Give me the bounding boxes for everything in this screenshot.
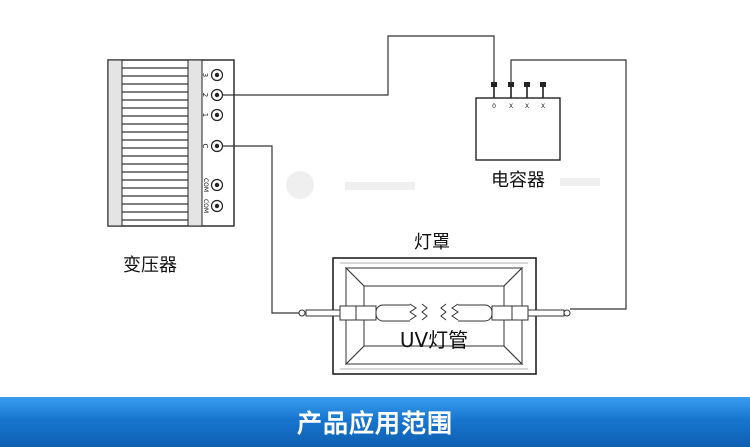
capacitor-terminal-label: X bbox=[541, 103, 545, 110]
terminal-label: 1 bbox=[201, 113, 209, 117]
transformer-terminal-c: C bbox=[201, 139, 224, 153]
transformer: 3 2 1 C COM COM bbox=[107, 59, 235, 227]
wire-transformer-to-capacitor bbox=[222, 35, 495, 96]
uv-lamp-tube bbox=[298, 303, 571, 323]
transformer-terminal-1: 1 bbox=[201, 108, 224, 122]
transformer-terminal-com-2: COM bbox=[202, 199, 224, 213]
terminal-label: 2 bbox=[201, 93, 209, 97]
banner-title: 产品应用范围 bbox=[296, 409, 453, 438]
capacitor-terminals bbox=[493, 84, 544, 98]
uv-lamp-label: UV灯管 bbox=[400, 328, 468, 352]
wires bbox=[222, 35, 627, 314]
terminal-label: COM bbox=[202, 178, 209, 192]
transformer-fins bbox=[122, 67, 188, 221]
transformer-terminal-3: 3 bbox=[201, 68, 224, 82]
transformer-terminal-com-1: COM bbox=[202, 178, 224, 192]
capacitor-label: 电容器 bbox=[491, 170, 545, 191]
capacitor: 0 X X X bbox=[475, 82, 561, 161]
capacitor-terminal-label: 0 bbox=[492, 103, 496, 110]
capacitor-terminal-label: X bbox=[509, 103, 513, 110]
lamp-shade-label: 灯罩 bbox=[414, 232, 450, 253]
wire-capacitor-to-lamp bbox=[510, 59, 627, 310]
watermark bbox=[286, 171, 600, 199]
section-banner: 产品应用范围 bbox=[0, 397, 750, 447]
terminal-label: 3 bbox=[201, 73, 209, 77]
terminal-label: C bbox=[201, 144, 209, 149]
transformer-label: 变压器 bbox=[123, 255, 177, 276]
wiring-diagram: 3 2 1 C COM COM 变压器 bbox=[107, 35, 627, 375]
wire-transformer-to-lamp bbox=[222, 145, 300, 314]
transformer-terminal-2: 2 bbox=[201, 88, 224, 102]
terminal-label: COM bbox=[202, 199, 209, 213]
capacitor-terminal-label: X bbox=[525, 103, 529, 110]
